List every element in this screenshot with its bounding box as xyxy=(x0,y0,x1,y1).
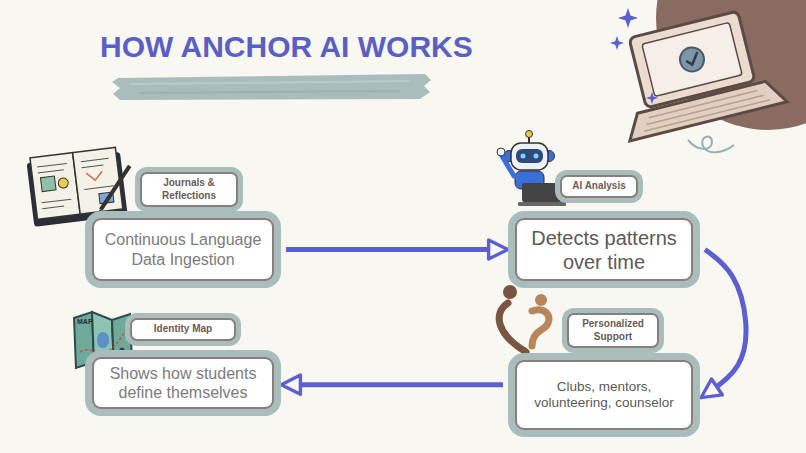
node-heading: Identity Map xyxy=(130,318,236,341)
body-text: Clubs, mentors, volunteering, counselor xyxy=(523,379,685,411)
illustration-part xyxy=(502,156,514,176)
process-box: Detects patterns over time xyxy=(515,218,693,281)
illustration-part xyxy=(503,285,517,299)
illustration-part xyxy=(112,74,431,100)
illustration-part xyxy=(74,312,94,368)
brush-stroke xyxy=(112,74,431,100)
flow-arrow xyxy=(286,247,503,252)
support-icon xyxy=(499,285,549,352)
illustration-part xyxy=(97,332,109,348)
illustration-part xyxy=(80,330,126,353)
illustration-part xyxy=(610,36,624,50)
node-heading: Journals & Reflections xyxy=(140,172,238,207)
body-text: Continuous Language Data Ingestion xyxy=(100,230,266,268)
node-heading: Personalized Support xyxy=(567,313,659,348)
illustration-part xyxy=(606,5,787,141)
illustration-part xyxy=(685,52,700,66)
process-node: Identity MapShows how students define th… xyxy=(92,318,274,409)
process-node: Journals & ReflectionsContinuous Languag… xyxy=(92,172,274,281)
flow-arrow xyxy=(286,382,503,387)
laptop-illustration xyxy=(606,0,806,152)
flow-arrow xyxy=(705,250,746,396)
illustration-part xyxy=(511,143,548,170)
process-box: Continuous Language Data Ingestion xyxy=(92,218,274,281)
process-box: Clubs, mentors, volunteering, counselor xyxy=(515,360,693,430)
illustration-part xyxy=(96,166,135,210)
illustration-part xyxy=(646,92,658,104)
body-text: Detects patterns over time xyxy=(523,226,685,274)
illustration-part xyxy=(120,348,125,353)
illustration-part xyxy=(73,147,123,214)
heading-text: Personalized Support xyxy=(582,318,644,342)
illustration-part xyxy=(535,294,547,306)
illustration-part xyxy=(40,176,56,192)
heading-text: Identity Map xyxy=(154,323,212,334)
notebook-illustration xyxy=(26,146,136,227)
illustration-part xyxy=(534,154,539,159)
illustration-part xyxy=(516,149,543,163)
illustration-part xyxy=(677,45,706,74)
illustration-part xyxy=(497,148,505,156)
illustration-part xyxy=(499,303,526,352)
illustration-part xyxy=(526,131,533,138)
illustration-part xyxy=(618,8,638,28)
heading-text: AI Analysis xyxy=(572,180,626,191)
illustration-part xyxy=(532,310,549,346)
illustration-part xyxy=(521,154,526,159)
heading-text: Journals & Reflections xyxy=(162,177,216,201)
process-box: Shows how students define themselves xyxy=(92,357,274,409)
diagram-title: HOW ANCHOR AI WORKS xyxy=(100,30,473,64)
illustration-part xyxy=(688,137,734,153)
process-node: Personalized SupportClubs, mentors, volu… xyxy=(515,313,693,430)
illustration-part xyxy=(86,171,103,181)
node-heading: AI Analysis xyxy=(560,175,638,198)
illustration-part xyxy=(58,177,69,188)
process-node: AI AnalysisDetects patterns over time xyxy=(515,175,693,281)
illustration-part xyxy=(522,183,562,202)
illustration-part xyxy=(37,158,116,209)
body-text: Shows how students define themselves xyxy=(100,364,266,402)
illustration-part xyxy=(130,81,410,84)
illustration-part xyxy=(518,202,566,206)
illustration-part xyxy=(30,153,80,220)
illustration-part xyxy=(642,22,742,96)
robot-illustration xyxy=(497,131,566,207)
illustration-part xyxy=(140,91,400,93)
map-label: MAP xyxy=(77,318,93,325)
illustration-part xyxy=(98,210,101,214)
illustration-part xyxy=(641,88,770,131)
illustration-part xyxy=(624,77,787,140)
